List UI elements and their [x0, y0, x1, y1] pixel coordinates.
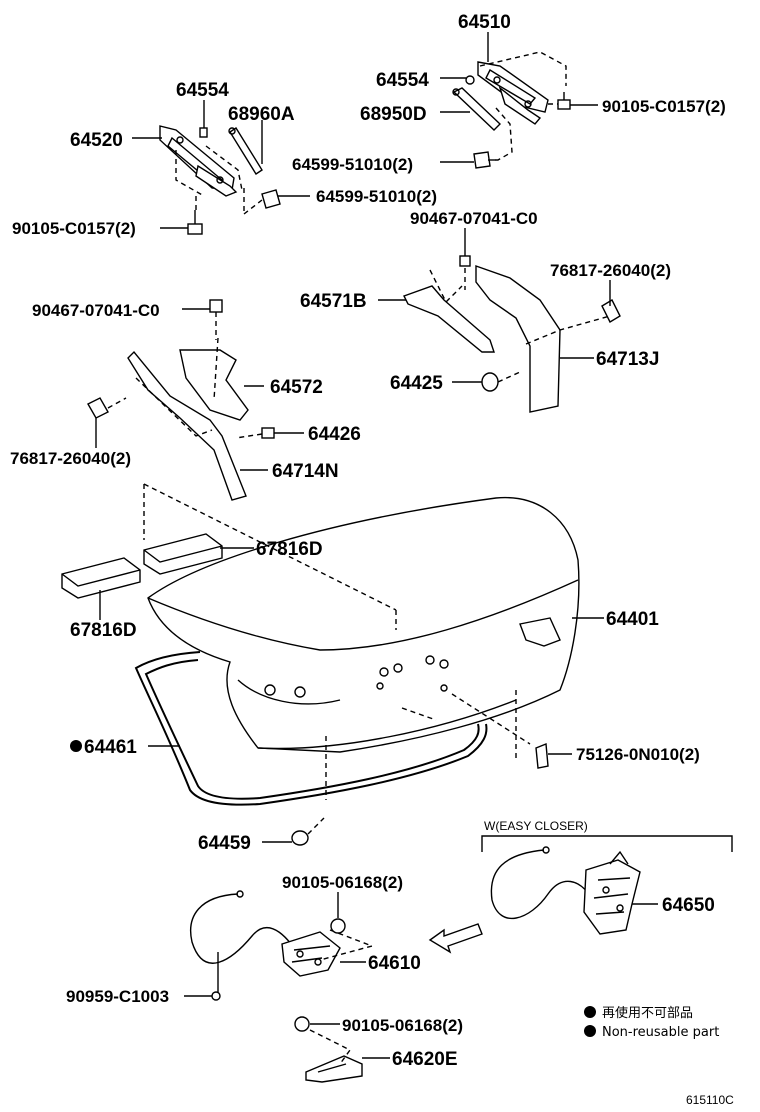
label-68950D: 68950D [360, 104, 427, 125]
label-75126: 75126-0N010(2) [576, 745, 700, 764]
label-64599-right: 64599-51010(2) [292, 155, 413, 174]
label-90105-C0157-left: 90105-C0157(2) [12, 219, 136, 238]
figure-id: 615110C [686, 1093, 734, 1107]
label-64401: 64401 [606, 609, 659, 630]
label-64554-left: 64554 [176, 80, 229, 101]
label-64650: 64650 [662, 895, 715, 916]
label-90467-right: 90467-07041-C0 [410, 209, 538, 228]
label-90105-C0157-right: 90105-C0157(2) [602, 97, 726, 116]
label-64714N: 64714N [272, 461, 339, 482]
legend-non-reusable-jp: 再使用不可部品 [602, 1005, 693, 1021]
label-64510: 64510 [458, 12, 511, 33]
non-reusable-marker [70, 740, 82, 752]
label-67816D-top: 67816D [256, 539, 323, 560]
label-76817-right: 76817-26040(2) [550, 261, 671, 280]
easy-closer-assembly [428, 835, 733, 954]
label-64571B: 64571B [300, 291, 367, 312]
label-67816D-bottom: 67816D [70, 620, 137, 641]
label-64572: 64572 [270, 377, 323, 398]
legend-dot-jp [584, 1006, 596, 1018]
label-64520: 64520 [70, 130, 123, 151]
easy-closer-label: W(EASY CLOSER) [484, 819, 588, 833]
label-64426: 64426 [308, 424, 361, 445]
label-90959: 90959-C1003 [66, 987, 169, 1006]
label-64620E: 64620E [392, 1049, 458, 1070]
lock-assembly [190, 890, 375, 1083]
legend-non-reusable-en: Non-reusable part [602, 1025, 719, 1040]
label-76817-left: 76817-26040(2) [10, 449, 131, 468]
label-90467-left: 90467-07041-C0 [32, 301, 160, 320]
label-90105-06168-top: 90105-06168(2) [282, 873, 403, 892]
leader-lines [95, 32, 658, 1059]
hinge-assembly-left [159, 112, 281, 235]
legend: 再使用不可部品 Non-reusable part [584, 1005, 719, 1040]
trunk-lid [147, 496, 580, 800]
silencer-pads [61, 483, 397, 611]
label-64610: 64610 [368, 953, 421, 974]
label-68960A: 68960A [228, 104, 295, 125]
side-trim-left [87, 299, 275, 501]
hinge-assembly-right [452, 51, 571, 169]
label-64461: 64461 [84, 737, 137, 758]
label-64599-left: 64599-51010(2) [316, 187, 437, 206]
side-trim-right [403, 240, 621, 413]
weatherstrip [134, 651, 549, 846]
part-labels: 64510 64554 68950D 90105-C0157(2) 64599-… [10, 12, 726, 1070]
label-64459: 64459 [198, 833, 251, 854]
legend-dot-en [584, 1025, 596, 1037]
label-64425: 64425 [390, 373, 443, 394]
label-64554-right: 64554 [376, 70, 429, 91]
label-64713J: 64713J [596, 349, 659, 370]
label-90105-06168-bottom: 90105-06168(2) [342, 1016, 463, 1035]
